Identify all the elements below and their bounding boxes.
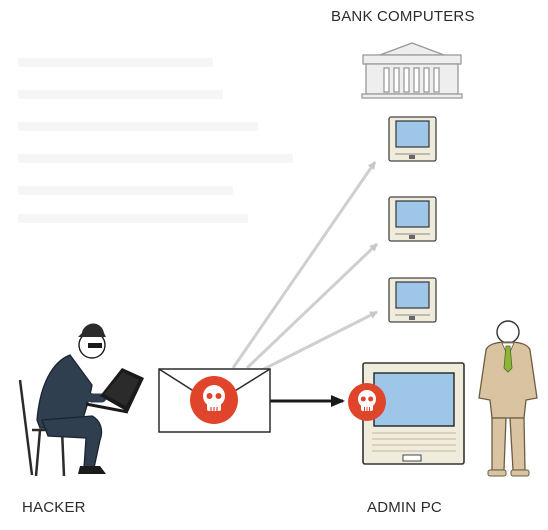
- admin-pc-label: ADMIN PC: [367, 499, 442, 516]
- computer-icon: [388, 116, 437, 162]
- admin-pc-computer-icon: [362, 362, 465, 465]
- hacker-figure-icon: [18, 323, 144, 477]
- propagation-arrows: [231, 161, 379, 372]
- skull-icon: [348, 383, 386, 421]
- hacker-label: HACKER: [22, 499, 86, 516]
- arrow-to-computer-3: [261, 310, 378, 372]
- bank-building-icon: [361, 42, 463, 99]
- computer-icon: [388, 196, 437, 242]
- computer-icon: [388, 277, 437, 323]
- admin-figure-icon: [478, 320, 538, 477]
- arrow-to-computer-2: [245, 242, 379, 370]
- bank-computers-label: BANK COMPUTERS: [331, 8, 475, 25]
- faint-background-text: [18, 58, 293, 223]
- skull-icon: [190, 376, 238, 424]
- arrow-to-computer-1: [231, 161, 377, 369]
